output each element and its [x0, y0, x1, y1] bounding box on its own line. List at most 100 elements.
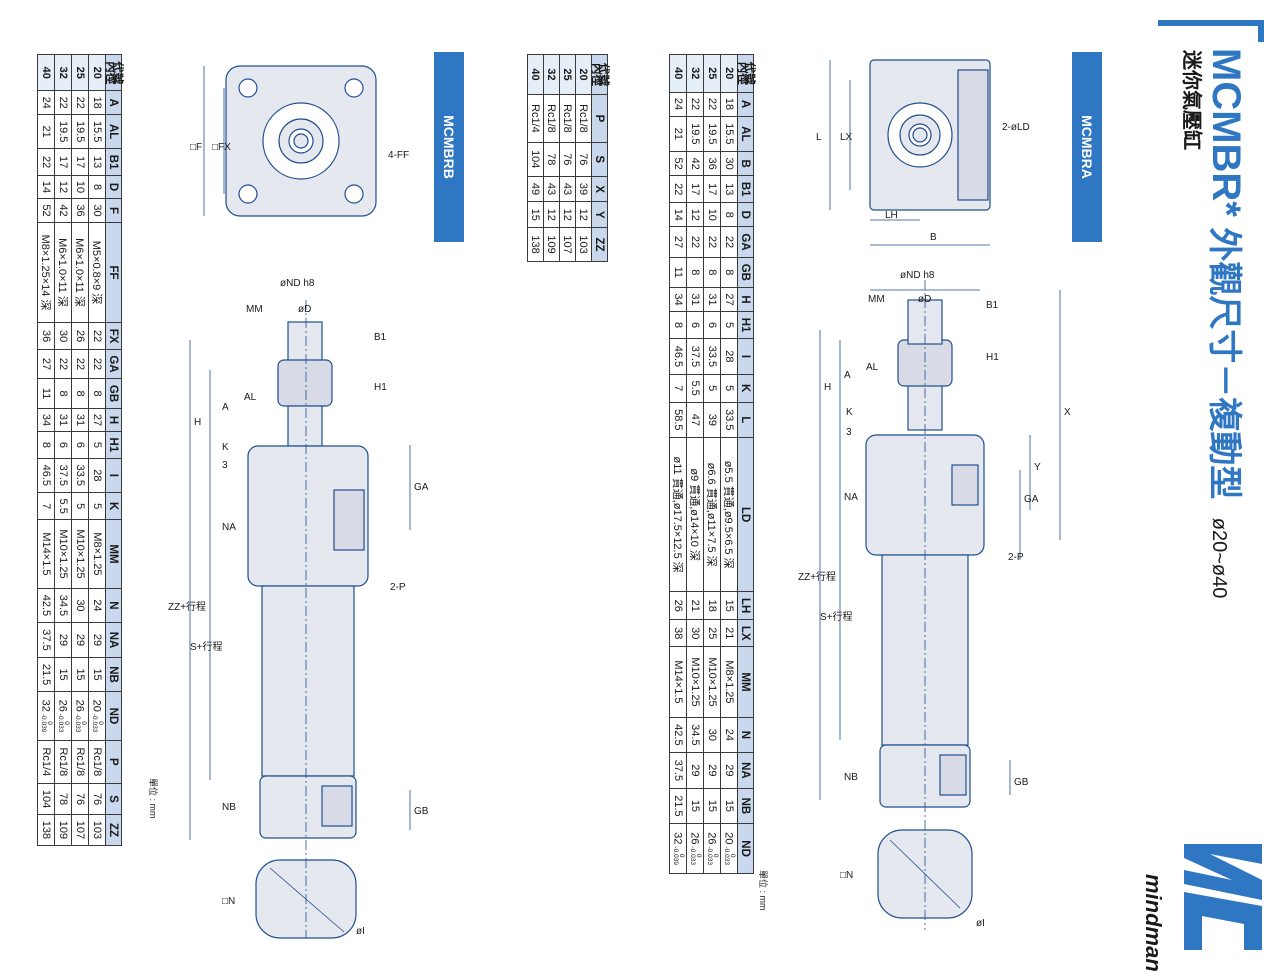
table-cell: 22 — [54, 90, 72, 115]
table-cell: 49 — [527, 176, 544, 202]
table-cell: 8 — [720, 202, 738, 227]
table-cell: 28 — [720, 338, 738, 375]
table-b-col: AL — [105, 114, 122, 149]
table-cell: M6×1.0×11 深 — [54, 222, 72, 323]
label-h: H — [194, 417, 201, 428]
table-cell: 78 — [54, 783, 72, 815]
table-cell: 39 — [575, 176, 592, 202]
table-cell: ø6.6 貫通,ø11×7.5 深 — [703, 437, 721, 592]
table-cell: 21.5 — [37, 657, 55, 692]
table-cell: Rc1/8 — [54, 740, 72, 784]
table-cell: 22 — [686, 92, 704, 117]
table-cell: 12 — [686, 202, 704, 227]
table-cell: 34 — [37, 408, 55, 432]
table-cell: 36 — [71, 198, 89, 223]
tag-mcmbrb: MCMBRB — [434, 52, 464, 242]
table-cell: 21 — [669, 116, 687, 152]
table-cell: 24 — [37, 90, 55, 115]
table-cell: M5×0.8×9 深 — [88, 222, 106, 323]
table-cell: 46.5 — [669, 338, 687, 375]
table-cell: 76 — [71, 783, 89, 815]
table-cell: M10×1.25 — [54, 519, 72, 589]
drawing-mcmbra: L LX 2-øLD LH B øND h8 øD MM B1 H1 AL A … — [798, 59, 1071, 930]
table-cell: 30 — [703, 717, 721, 753]
nut — [277, 359, 333, 407]
table-cell: 24 — [88, 588, 106, 623]
table-cell: 18 — [703, 591, 721, 620]
row-code: 20 — [720, 54, 738, 92]
brand-title: MCMBR* — [1204, 48, 1248, 217]
table-a-col: B — [737, 151, 754, 176]
table-a-col: MM — [737, 646, 754, 718]
table-cell: 78 — [543, 142, 560, 177]
table-cell: 42.5 — [37, 588, 55, 623]
table-b-col: S — [105, 783, 122, 815]
table-a2-col: ZZ — [591, 227, 608, 262]
table-cell: Rc1/8 — [71, 740, 89, 784]
rod — [287, 405, 323, 447]
table-cell: 15 — [54, 657, 72, 692]
table-cell: 13 — [720, 175, 738, 203]
table-a-col: GB — [737, 257, 754, 288]
table-cell: 27 — [720, 287, 738, 312]
table-a2-header-row: 代號內徑 P S X Y ZZ — [591, 54, 610, 262]
label-ga: GA — [414, 482, 429, 493]
table-cell: 26 — [71, 322, 89, 350]
logo-text: mindman — [1141, 874, 1166, 972]
label-nb: NB — [222, 802, 236, 813]
table-cell: 34 — [669, 287, 687, 312]
table-cell: 5 — [703, 374, 721, 403]
table-cell: 37.5 — [54, 458, 72, 493]
label-gb: GB — [1014, 777, 1029, 788]
table-b-col: N — [105, 588, 122, 623]
table-cell: 5 — [88, 492, 106, 520]
table-cell: 7 — [669, 374, 687, 403]
table-cell: 31 — [686, 287, 704, 312]
label-od: øD — [298, 304, 311, 315]
label-zz: ZZ+行程 — [168, 600, 206, 613]
table-cell: 138 — [37, 814, 55, 846]
table-cell: 31 — [71, 408, 89, 432]
table-cell: 30 — [720, 151, 738, 176]
table-b-corner: 代號內徑 — [105, 54, 124, 91]
table-b-col: H — [105, 408, 122, 432]
label-h1: H1 — [374, 382, 387, 393]
barrel — [261, 585, 355, 777]
table-b-col: ZZ — [105, 814, 122, 846]
table-a-col: H — [737, 287, 754, 312]
table-cell: 27 — [88, 408, 106, 432]
table-cell: 26 — [669, 591, 687, 620]
table-cell: 6 — [54, 431, 72, 459]
table-cell: 103 — [88, 814, 106, 846]
table-cell: 8 — [686, 257, 704, 288]
table-a-col: NA — [737, 752, 754, 789]
table-b-col: I — [105, 458, 122, 493]
label-k: K — [222, 442, 229, 453]
table-cell: 15.5 — [88, 114, 106, 149]
table-cell: Rc1/8 — [559, 94, 576, 143]
label-a: A — [222, 402, 229, 413]
table-mcmbra: 代號內徑 A AL B B1 D GA GB H H1 I K L LD LH … — [669, 54, 756, 874]
label-2-p: 2-P — [390, 582, 406, 593]
table-a2-col: S — [591, 142, 608, 177]
bore-range: ø20~ø40 — [1208, 517, 1230, 599]
table-cell: 12 — [575, 201, 592, 228]
table-cell: Rc1/8 — [575, 94, 592, 143]
table-cell: M14×1.5 — [669, 646, 687, 718]
table-cell: 14 — [669, 202, 687, 227]
table-cell: Rc1/4 — [37, 740, 55, 784]
table-cell: Rc1/8 — [543, 94, 560, 143]
table-a2-col: X — [591, 176, 608, 202]
table-cell: 15 — [88, 657, 106, 692]
table-cell: 37.5 — [669, 752, 687, 789]
table-cell: 11 — [37, 378, 55, 409]
table-b-col: FF — [105, 222, 122, 323]
table-cell: 34.5 — [54, 588, 72, 623]
table-cell: 47 — [686, 402, 704, 438]
